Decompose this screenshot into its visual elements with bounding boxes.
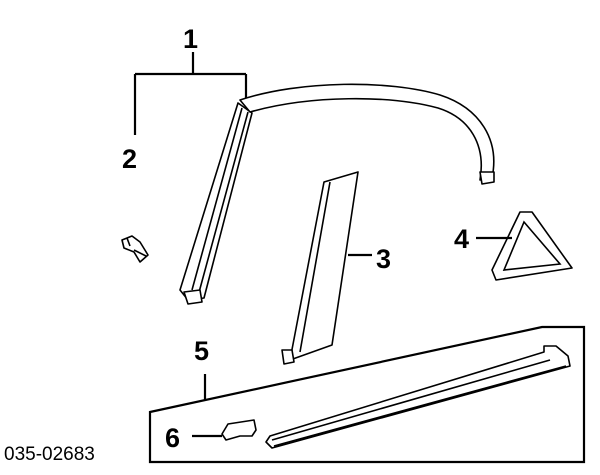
pillar-garnish-part (179, 102, 253, 305)
callout-1-bracket (133, 52, 248, 135)
callout-3: 3 (376, 244, 391, 274)
clip-part (121, 235, 149, 263)
callout-4: 4 (454, 224, 469, 254)
molding-clip-part (192, 419, 257, 441)
callout-6: 6 (165, 423, 180, 453)
callout-2: 2 (122, 144, 137, 174)
part-code-label: 035-02683 (4, 444, 95, 465)
callout-1: 1 (183, 24, 198, 54)
roof-molding-part (239, 83, 495, 185)
callout-5-box (148, 325, 586, 464)
side-molding-part (265, 345, 571, 449)
quarter-trim-part (476, 211, 573, 281)
b-pillar-trim-part (281, 171, 372, 365)
callout-5: 5 (194, 336, 209, 366)
